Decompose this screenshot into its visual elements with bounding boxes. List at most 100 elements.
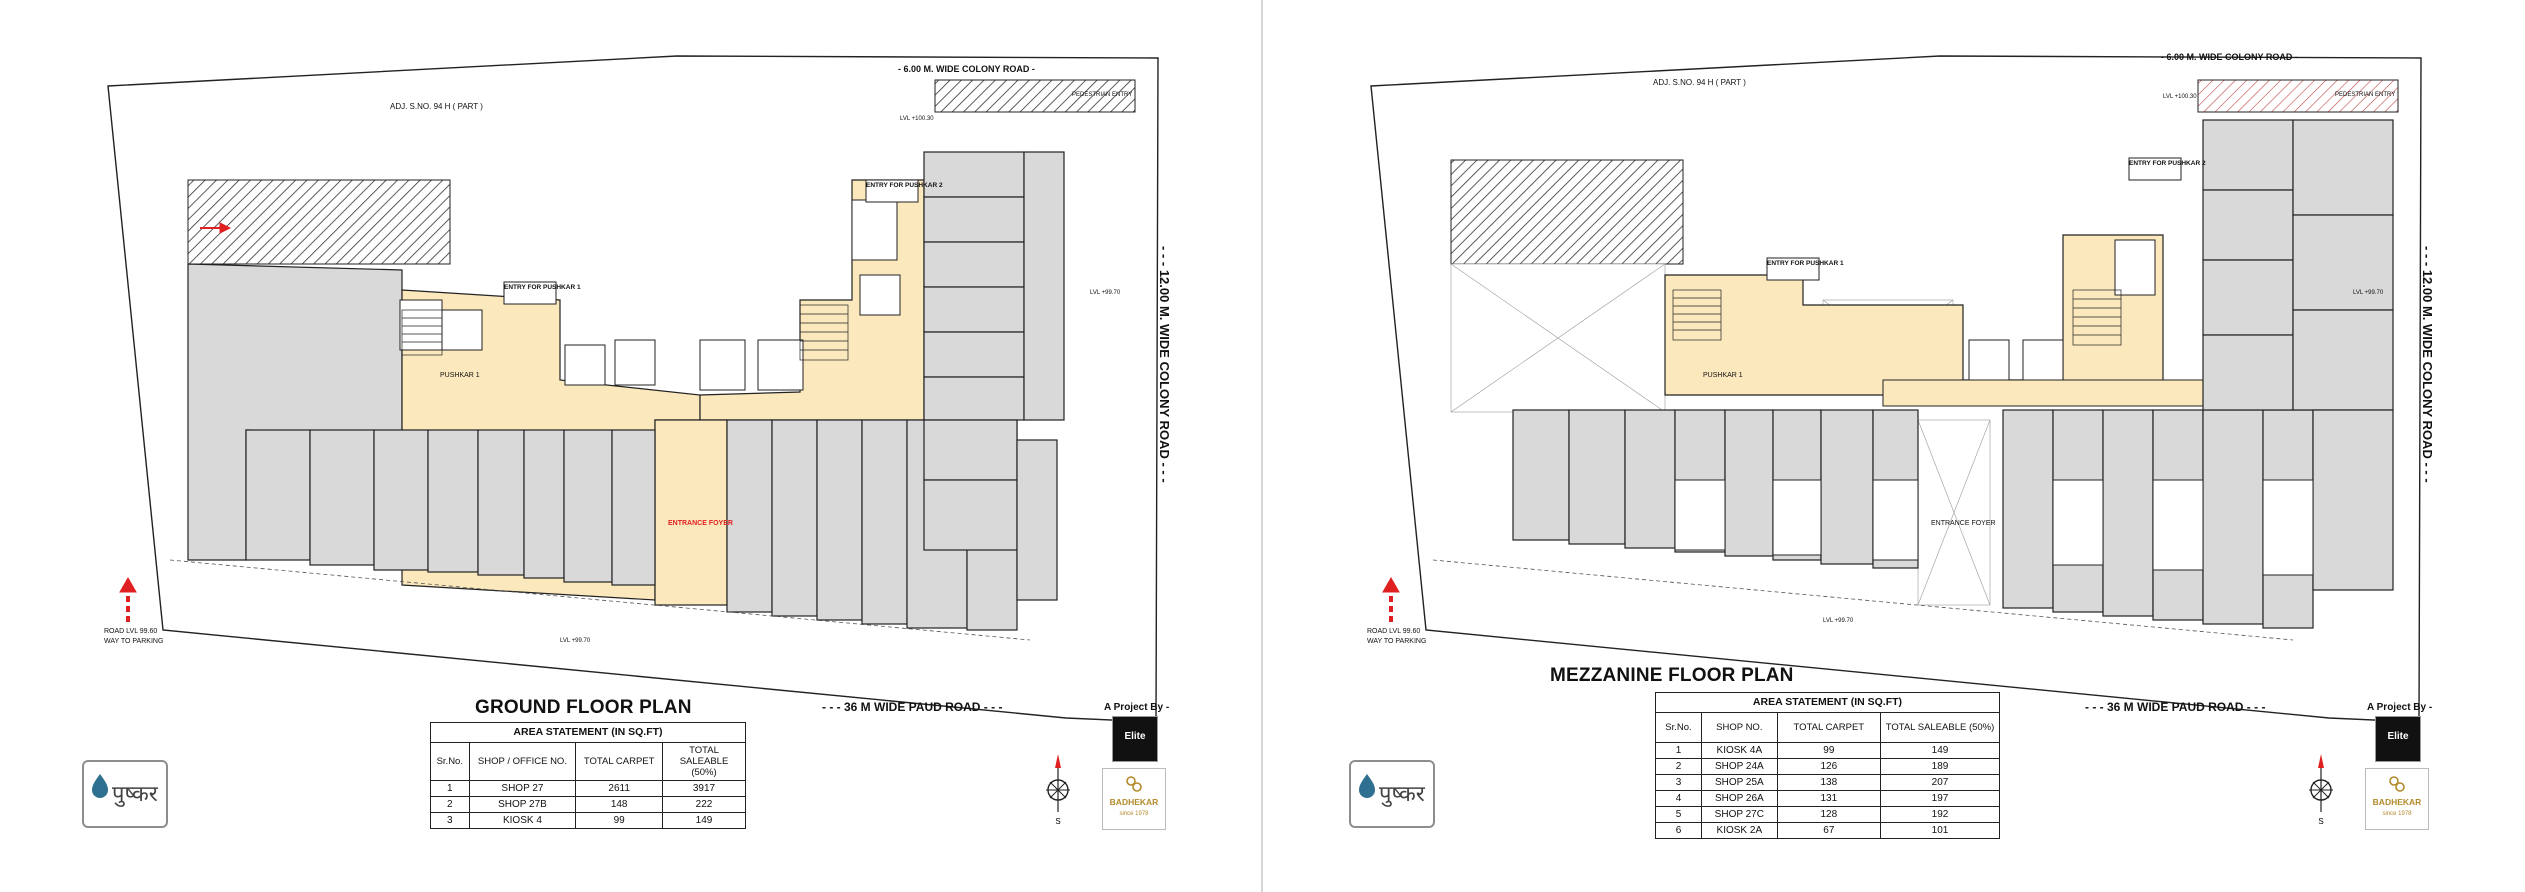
table-caption: AREA STATEMENT (IN SQ.FT) [1655, 692, 2000, 713]
pushkar-logo: पुष्कर [1349, 760, 1435, 828]
ground-floor-sheet: S ADJ. S.NO. 94 H ( PART ) - 6.00 M. WID… [0, 0, 1262, 892]
badhekar-sub: since 1978 [2382, 811, 2412, 817]
cell-saleable: 149 [662, 812, 746, 829]
badhekar-logo: BADHEKAR since 1978 [2365, 768, 2429, 830]
pedestrian-entry-strip [934, 79, 1136, 113]
table-row: 6 KIOSK 2A 67 101 [1655, 822, 2000, 839]
cell-srno: 2 [1655, 758, 1702, 775]
cell-carpet: 131 [1776, 790, 1882, 807]
area-statement-table: AREA STATEMENT (IN SQ.FT) Sr.No. SHOP NO… [1655, 692, 2000, 839]
mezzanine-floor-sheet: S ADJ. S.NO. 94 H ( PART ) - 6.00 M. WID… [1263, 0, 2525, 892]
table-header: TOTAL SALEABLE (50%) [662, 742, 746, 781]
area-statement-table: AREA STATEMENT (IN SQ.FT) Sr.No. SHOP / … [430, 722, 746, 829]
badhekar-emblem-icon [1126, 776, 1142, 792]
level-right-label: LVL +99.70 [2353, 290, 2384, 296]
cell-shop: SHOP 25A [1700, 774, 1778, 791]
ramp-hatch [187, 179, 451, 265]
cell-saleable: 149 [1880, 742, 2000, 759]
drop-icon [1359, 774, 1375, 798]
elite-logo-text: Elite [2387, 731, 2409, 742]
cell-shop: KIOSK 2A [1700, 822, 1778, 839]
adj-plot-label: ADJ. S.NO. 94 H ( PART ) [390, 102, 483, 111]
cell-shop: SHOP 27B [468, 796, 577, 813]
table-row: 3 SHOP 25A 138 207 [1655, 774, 2000, 791]
top-road-label: - 6.00 M. WIDE COLONY ROAD - [2161, 52, 2298, 62]
bottom-road-label: - - - 36 M WIDE PAUD ROAD - - - [2085, 700, 2266, 714]
pushkar-1-label: PUSHKAR 1 [1703, 372, 1743, 379]
table-row: 1 SHOP 27 2611 3917 [430, 780, 746, 797]
way-to-parking-label: WAY TO PARKING [1367, 638, 1427, 645]
table-row: 4 SHOP 26A 131 197 [1655, 790, 2000, 807]
entry-arrows [1382, 576, 1400, 622]
table-row: 5 SHOP 27C 128 192 [1655, 806, 2000, 823]
level-top-label: LVL +100.30 [900, 116, 934, 122]
staircase [401, 304, 849, 361]
cell-srno: 3 [1655, 774, 1702, 791]
table-row: 2 SHOP 27B 148 222 [430, 796, 746, 813]
badhekar-logo: BADHEKAR since 1978 [1102, 768, 1166, 830]
cell-srno: 5 [1655, 806, 1702, 823]
cell-srno: 6 [1655, 822, 1702, 839]
table-header: SHOP NO. [1700, 712, 1778, 743]
bottom-road-label: - - - 36 M WIDE PAUD ROAD - - - [822, 700, 1003, 714]
project-by-label: A Project By - [2367, 702, 2433, 713]
cell-saleable: 3917 [662, 780, 746, 797]
logo-text: पुष्कर [1379, 782, 1425, 807]
cell-carpet: 67 [1776, 822, 1882, 839]
badhekar-emblem-icon [2389, 776, 2405, 792]
cell-srno: 1 [430, 780, 470, 797]
table-header: Sr.No. [1655, 712, 1702, 743]
elite-logo: Elite [1112, 716, 1158, 762]
table-header: TOTAL CARPET [1776, 712, 1882, 743]
cell-saleable: 222 [662, 796, 746, 813]
bottom-edge-dash [169, 559, 1031, 641]
cell-shop: KIOSK 4A [1700, 742, 1778, 759]
cell-carpet: 99 [575, 812, 663, 829]
cell-shop: KIOSK 4 [468, 812, 577, 829]
elite-logo-text: Elite [1124, 731, 1146, 742]
right-road-label: - - - 12.00 M. WIDE COLONY ROAD - - - [1157, 246, 1172, 483]
bottom-edge-dash [1432, 559, 2294, 641]
cell-carpet: 128 [1776, 806, 1882, 823]
table-header: TOTAL SALEABLE (50%) [1880, 712, 2000, 743]
pedestrian-entry-label: PEDESTRIAN ENTRY [1072, 92, 1133, 98]
badhekar-name: BADHEKAR [2372, 797, 2422, 807]
entry-arrows [119, 222, 232, 622]
cell-saleable: 192 [1880, 806, 2000, 823]
pedestrian-entry-label: PEDESTRIAN ENTRY [2335, 92, 2396, 98]
north-arrow-icon: S [1046, 754, 1070, 826]
cell-saleable: 101 [1880, 822, 2000, 839]
cell-srno: 2 [430, 796, 470, 813]
pushkar-logo: पुष्कर [82, 760, 168, 828]
entry-box-pushkar2 [865, 179, 919, 203]
top-road-label: - 6.00 M. WIDE COLONY ROAD - [898, 64, 1035, 74]
shop-column-right [923, 151, 1065, 601]
entry-box-pushkar2 [2128, 157, 2182, 181]
table-caption: AREA STATEMENT (IN SQ.FT) [430, 722, 746, 743]
svg-text:S: S [2318, 817, 2323, 826]
adj-plot-label: ADJ. S.NO. 94 H ( PART ) [1653, 78, 1746, 87]
road-level-label: ROAD LVL 99.60 [1367, 628, 1421, 635]
table-row: 1 KIOSK 4A 99 149 [1655, 742, 2000, 759]
pedestrian-entry-strip [2197, 79, 2399, 113]
pushkar-1-label: PUSHKAR 1 [440, 372, 480, 379]
table-header: Sr.No. [430, 742, 470, 781]
staircase [1672, 289, 2122, 346]
cell-carpet: 126 [1776, 758, 1882, 775]
table-row: 3 KIOSK 4 99 149 [430, 812, 746, 829]
cell-saleable: 189 [1880, 758, 2000, 775]
cell-saleable: 207 [1880, 774, 2000, 791]
plan-title: GROUND FLOOR PLAN [475, 697, 692, 718]
cell-carpet: 138 [1776, 774, 1882, 791]
logo-text: पुष्कर [112, 782, 158, 807]
mezzanine-floor-plan-drawing: S [1370, 55, 2422, 826]
ground-floor-plan-drawing: S [107, 55, 1159, 826]
entrance-foyer-label: ENTRANCE FOYER [668, 520, 733, 527]
north-arrow-icon: S [2309, 754, 2333, 826]
level-bottom-label: LVL +99.70 [560, 638, 591, 644]
cell-shop: SHOP 26A [1700, 790, 1778, 807]
way-to-parking-label: WAY TO PARKING [104, 638, 164, 645]
cell-srno: 3 [430, 812, 470, 829]
badhekar-name: BADHEKAR [1109, 797, 1159, 807]
core-rooms [1674, 239, 2314, 576]
